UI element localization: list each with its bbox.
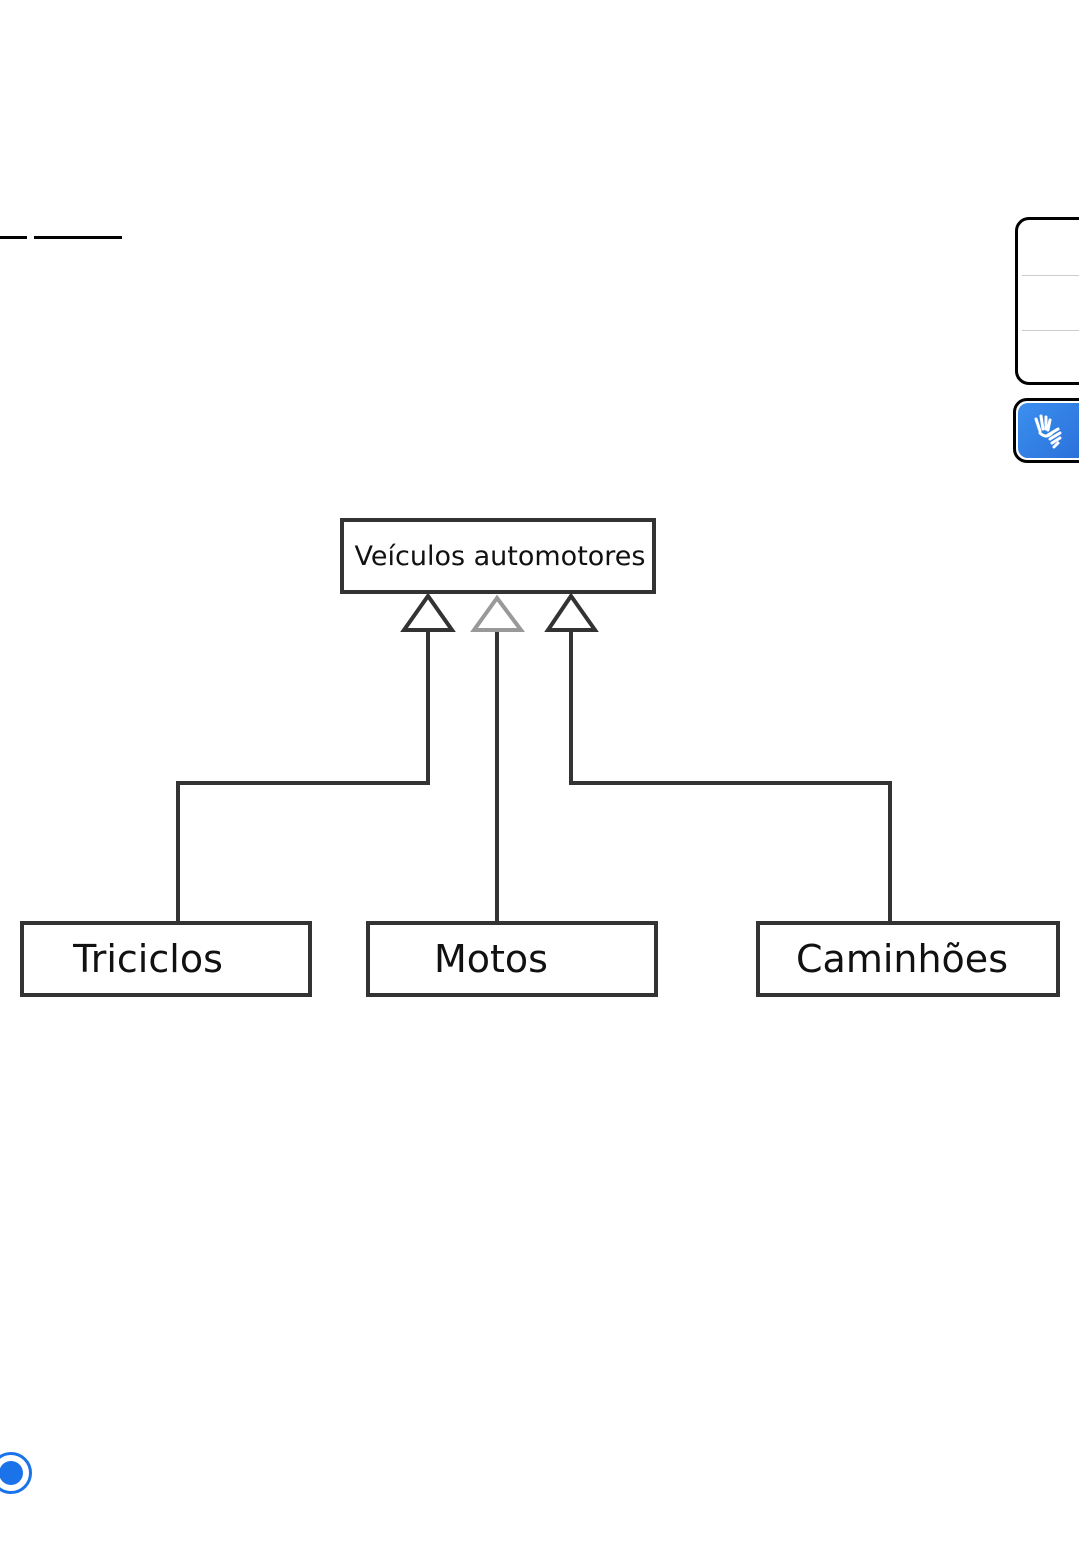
divider-line xyxy=(34,236,122,239)
child-label-caminhoes: Caminhões xyxy=(796,937,1008,981)
child-label-motos: Motos xyxy=(434,937,548,981)
accessibility-toolbar[interactable] xyxy=(1015,217,1079,385)
connector-triciclos xyxy=(176,632,430,923)
toolbar-separator xyxy=(1022,330,1079,331)
divider-line xyxy=(0,236,27,239)
toolbar-separator xyxy=(1022,275,1079,276)
inheritance-arrow xyxy=(544,592,599,632)
inheritance-arrow xyxy=(470,594,525,632)
child-box-motos xyxy=(366,921,658,997)
parent-label: Veículos automotores xyxy=(355,541,646,572)
inheritance-arrow xyxy=(400,592,456,632)
sign-language-button[interactable] xyxy=(1013,398,1079,463)
sign-language-icon xyxy=(1034,414,1062,448)
connector-caminhoes xyxy=(569,632,892,923)
child-box-caminhoes xyxy=(756,921,1060,997)
child-box-triciclos xyxy=(20,921,312,997)
parent-box xyxy=(340,518,656,594)
child-label-triciclos: Triciclos xyxy=(72,937,223,981)
